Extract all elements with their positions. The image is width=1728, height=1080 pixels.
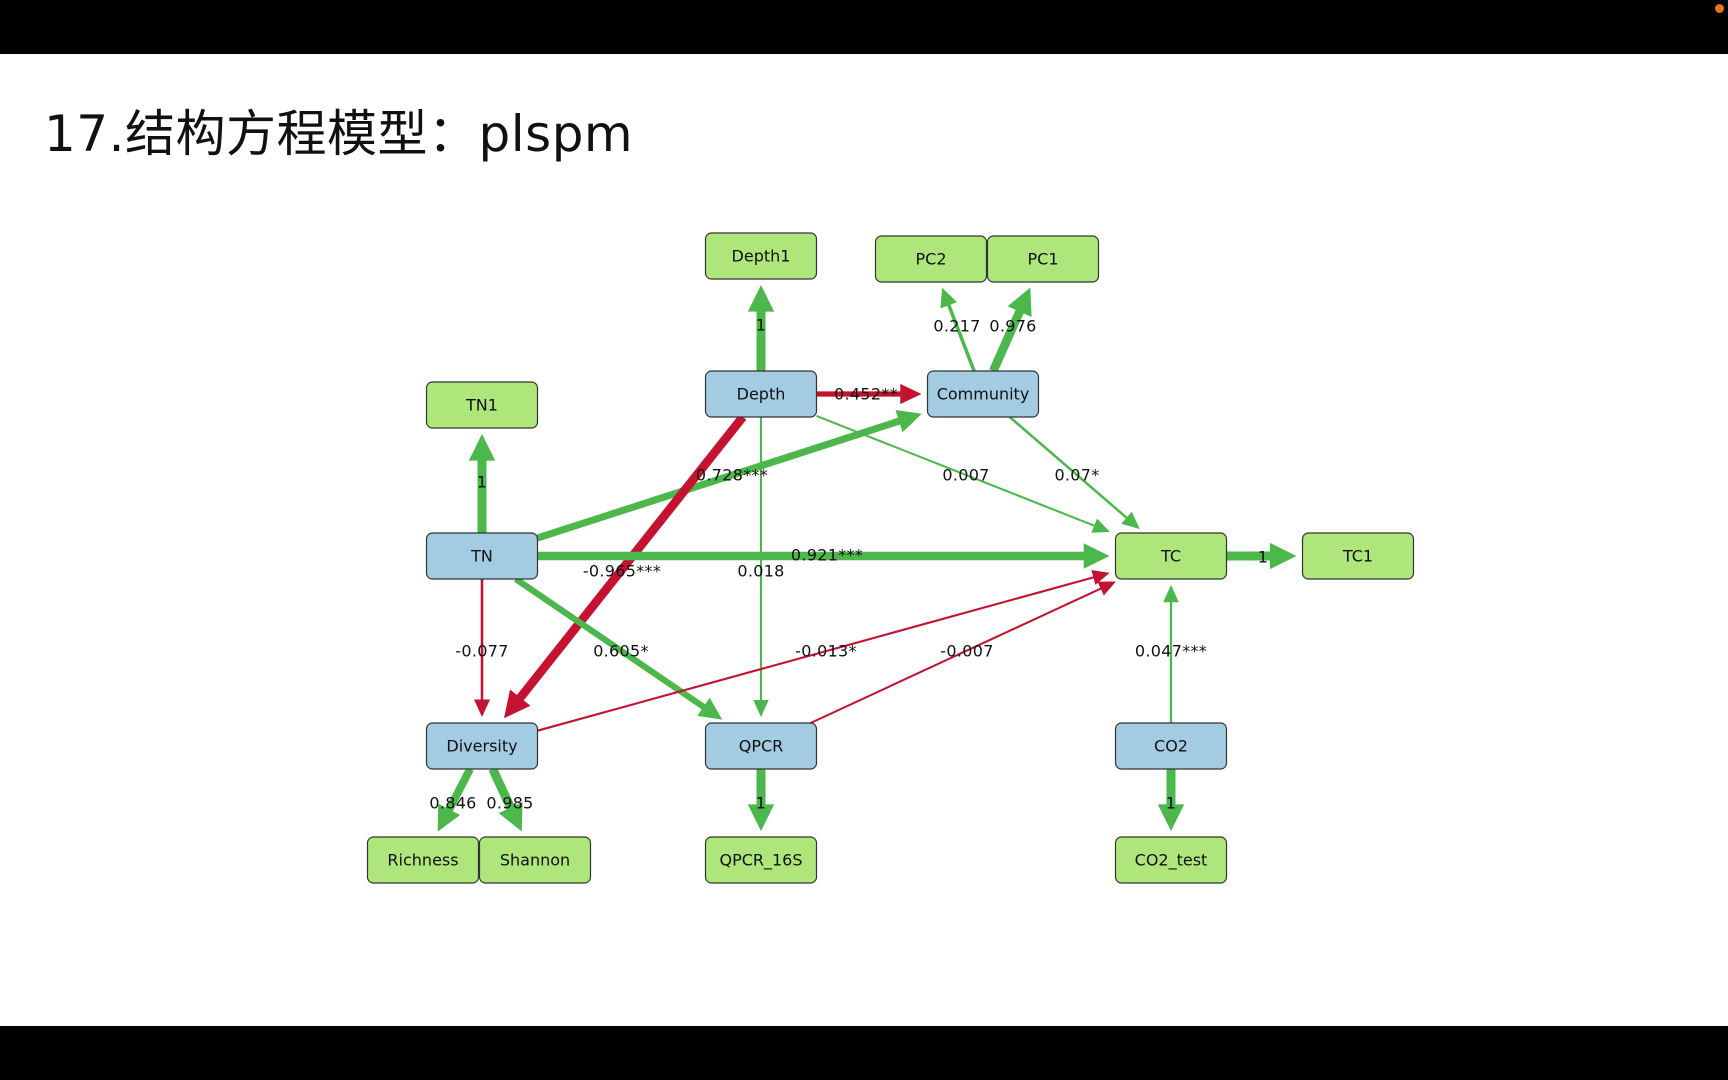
path-coefficient-label: 0.452**: [834, 385, 898, 404]
arrowhead-icon: [697, 697, 723, 720]
arrowhead-icon: [503, 689, 531, 719]
latent-node-tn: TN: [425, 532, 539, 580]
path-coefficient-label: 0.985: [486, 794, 533, 813]
node-label: PC1: [1028, 250, 1059, 269]
arrowhead-icon: [940, 287, 958, 309]
arrowhead-icon: [1097, 581, 1116, 596]
path-edge-QPCR-QPCR_16S: [747, 769, 775, 831]
latent-node-qpcr: QPCR: [704, 722, 818, 770]
arrowhead-icon: [1269, 542, 1297, 570]
path-edge-TN-TC: [537, 543, 1110, 569]
path-edge-Depth-Community: [816, 383, 922, 405]
node-label: Community: [937, 385, 1030, 404]
arrowhead-icon: [747, 285, 775, 312]
arrowhead-icon: [1157, 804, 1185, 831]
path-edge-Diversity-Shannon: [488, 767, 523, 832]
manifest-node-tn1: TN1: [425, 381, 539, 429]
latent-node-depth: Depth: [704, 370, 818, 418]
arrowhead-icon: [1121, 511, 1140, 530]
node-label: TN1: [465, 396, 498, 415]
latent-node-community: Community: [926, 370, 1040, 418]
node-label: Richness: [387, 851, 458, 870]
arrowhead-icon: [1083, 543, 1110, 569]
path-edge-Diversity-Richness: [437, 767, 474, 832]
node-label: Depth: [737, 385, 786, 404]
manifest-node-pc2: PC2: [874, 235, 988, 283]
path-edge-TN-Diversity: [473, 579, 491, 717]
path-coefficient-label: 1: [477, 473, 487, 492]
arrowhead-icon: [1163, 585, 1179, 603]
manifest-node-richness: Richness: [366, 836, 480, 884]
path-edge-TN-QPCR: [514, 576, 723, 720]
path-edge-Community-PC2: [940, 287, 976, 372]
node-label: QPCR_16S: [719, 851, 802, 871]
top-black-bar: [0, 0, 1728, 54]
latent-node-co2: CO2: [1114, 722, 1228, 770]
path-coefficient-label: 1: [756, 794, 766, 813]
path-coefficient-label: 0.018: [737, 562, 784, 581]
arrowhead-icon: [498, 802, 523, 832]
manifest-node-pc1: PC1: [986, 235, 1100, 283]
path-edge-Diversity-TC: [537, 570, 1110, 732]
path-coefficient-label: 0.007: [942, 466, 989, 485]
path-coefficient-label: 0.921***: [791, 546, 863, 565]
path-edge-Community-PC1: [989, 287, 1032, 373]
manifest-node-tc1: TC1: [1301, 532, 1415, 580]
path-coefficient-label: 0.728***: [696, 466, 768, 485]
path-edge-Depth-TC: [816, 414, 1110, 533]
manifest-node-qpcr_16s: QPCR_16S: [704, 836, 818, 884]
node-label: QPCR: [739, 737, 784, 756]
arrowhead-icon: [895, 410, 922, 433]
path-coefficient-label: 1: [1166, 794, 1176, 813]
arrowhead-icon: [900, 383, 922, 405]
path-edge-Depth-Depth1: [747, 285, 775, 371]
path-edge-TC-TC1: [1226, 542, 1297, 570]
path-edge-CO2-CO2_test: [1157, 769, 1185, 831]
path-edge-Community-TC: [1008, 416, 1140, 530]
arrowhead-icon: [473, 699, 491, 717]
path-edge-CO2-TC: [1163, 585, 1179, 723]
arrowhead-icon: [747, 804, 775, 831]
path-coefficient-label: 0.846: [429, 794, 476, 813]
arrowhead-icon: [437, 803, 461, 832]
bottom-black-bar: [0, 1026, 1728, 1080]
path-coefficient-label: -0.965***: [583, 562, 661, 581]
node-label: TN: [470, 547, 493, 566]
node-label: TC1: [1342, 547, 1373, 566]
arrowhead-icon: [1007, 287, 1032, 317]
arrowhead-icon: [753, 700, 769, 717]
node-label: TC: [1160, 547, 1181, 566]
node-label: Shannon: [500, 851, 570, 870]
path-coefficient-label: -0.077: [455, 642, 508, 661]
arrowhead-icon: [468, 434, 496, 461]
path-coefficient-label: 0.217: [933, 317, 980, 336]
arrowhead-icon: [1091, 570, 1110, 585]
slide-title: 17.结构方程模型：plspm: [44, 105, 634, 163]
path-coefficient-label: -0.007: [940, 642, 993, 661]
node-label: Depth1: [732, 247, 791, 266]
path-coefficient-label: 1: [756, 316, 766, 335]
path-coefficient-label: 0.07*: [1054, 466, 1099, 485]
node-label: Diversity: [446, 737, 517, 756]
manifest-node-tc: TC: [1114, 532, 1228, 580]
node-label: PC2: [916, 250, 947, 269]
manifest-node-co2_test: CO2_test: [1114, 836, 1228, 884]
path-edge-TN-TN1: [468, 434, 496, 533]
path-coefficient-label: 0.605*: [593, 642, 649, 661]
manifest-node-depth1: Depth1: [704, 232, 818, 280]
arrowhead-icon: [1091, 518, 1110, 533]
node-label: CO2_test: [1135, 851, 1208, 871]
node-label: CO2: [1154, 737, 1188, 756]
path-coefficient-label: 0.047***: [1135, 642, 1207, 661]
manifest-node-shannon: Shannon: [478, 836, 592, 884]
path-edge-TN-Community: [536, 410, 922, 542]
path-coefficient-label: 0.976: [989, 317, 1036, 336]
path-edge-QPCR-TC: [810, 581, 1116, 724]
latent-node-diversity: Diversity: [425, 722, 539, 770]
recording-indicator-icon: [1715, 4, 1724, 13]
path-coefficient-label: 1: [1258, 548, 1268, 567]
path-coefficient-label: -0.013*: [795, 642, 857, 661]
